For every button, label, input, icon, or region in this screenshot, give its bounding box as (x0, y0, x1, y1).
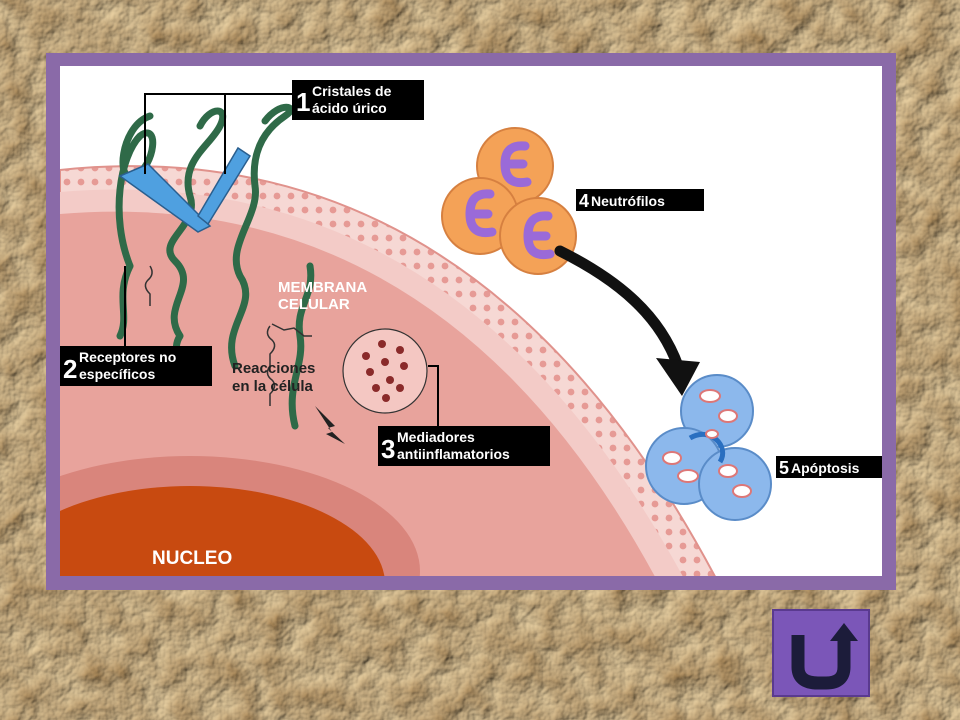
diagram-panel: 1 Cristales de ácido úrico 2 Receptores … (60, 66, 882, 576)
step1-line1: Cristales de (312, 83, 392, 99)
step2-line1: Receptores no (79, 349, 176, 365)
receptor-2 (166, 107, 227, 340)
step4-text: Neutrófilos (591, 193, 665, 209)
step2-number: 2 (63, 354, 77, 384)
receptor-4 (288, 262, 315, 430)
membrane-line2: CELULAR (278, 296, 350, 313)
step1-number: 1 (296, 87, 310, 117)
step4-number: 4 (579, 191, 589, 211)
label-mediators: 3 Mediadores antiinflamatorios (378, 426, 550, 466)
cell-diagram: 1 Cristales de ácido úrico 2 Receptores … (60, 80, 882, 576)
back-button[interactable] (772, 609, 870, 697)
u-turn-arrow-icon (791, 623, 858, 690)
label-receptors: 2 Receptores no específicos (60, 346, 212, 386)
step5-number: 5 (779, 458, 789, 478)
receptor-1 (115, 112, 157, 270)
step5-text: Apóptosis (791, 460, 860, 476)
step3-line2: antiinflamatorios (397, 446, 510, 462)
lightning-icon (315, 406, 345, 444)
apoptotic-cell-3 (698, 447, 772, 521)
transition-arrow (554, 245, 700, 396)
step3-number: 3 (381, 434, 395, 464)
label-neutrophils: 4 Neutrófilos (576, 189, 704, 211)
step1-line2: ácido úrico (312, 100, 387, 116)
receptors (115, 103, 315, 430)
label-uric-acid-crystals: 1 Cristales de ácido úrico (292, 80, 424, 120)
label-apoptosis: 5 Apóptosis (776, 456, 882, 478)
mediators (342, 328, 428, 414)
nucleus-label: NUCLEO (152, 548, 232, 569)
crystal-pointer (144, 93, 295, 174)
receptor-3 (228, 103, 294, 370)
nucleus (60, 486, 385, 576)
reactions-line1: Reacciones (232, 360, 315, 377)
mediator-pointer (428, 365, 439, 438)
step3-line1: Mediadores (397, 429, 475, 445)
mediator-vesicle (342, 328, 428, 414)
crystal-1 (118, 163, 212, 233)
signal-arrows (144, 265, 312, 406)
membrane-line1: MEMBRANA (278, 279, 367, 296)
reactions-caption: Reacciones en la célula (232, 360, 315, 395)
membrane-caption: MEMBRANA CELULAR (278, 279, 367, 313)
apoptotic-cells (645, 374, 772, 521)
reactions-line2: en la célula (232, 378, 314, 395)
step2-line2: específicos (79, 366, 155, 382)
